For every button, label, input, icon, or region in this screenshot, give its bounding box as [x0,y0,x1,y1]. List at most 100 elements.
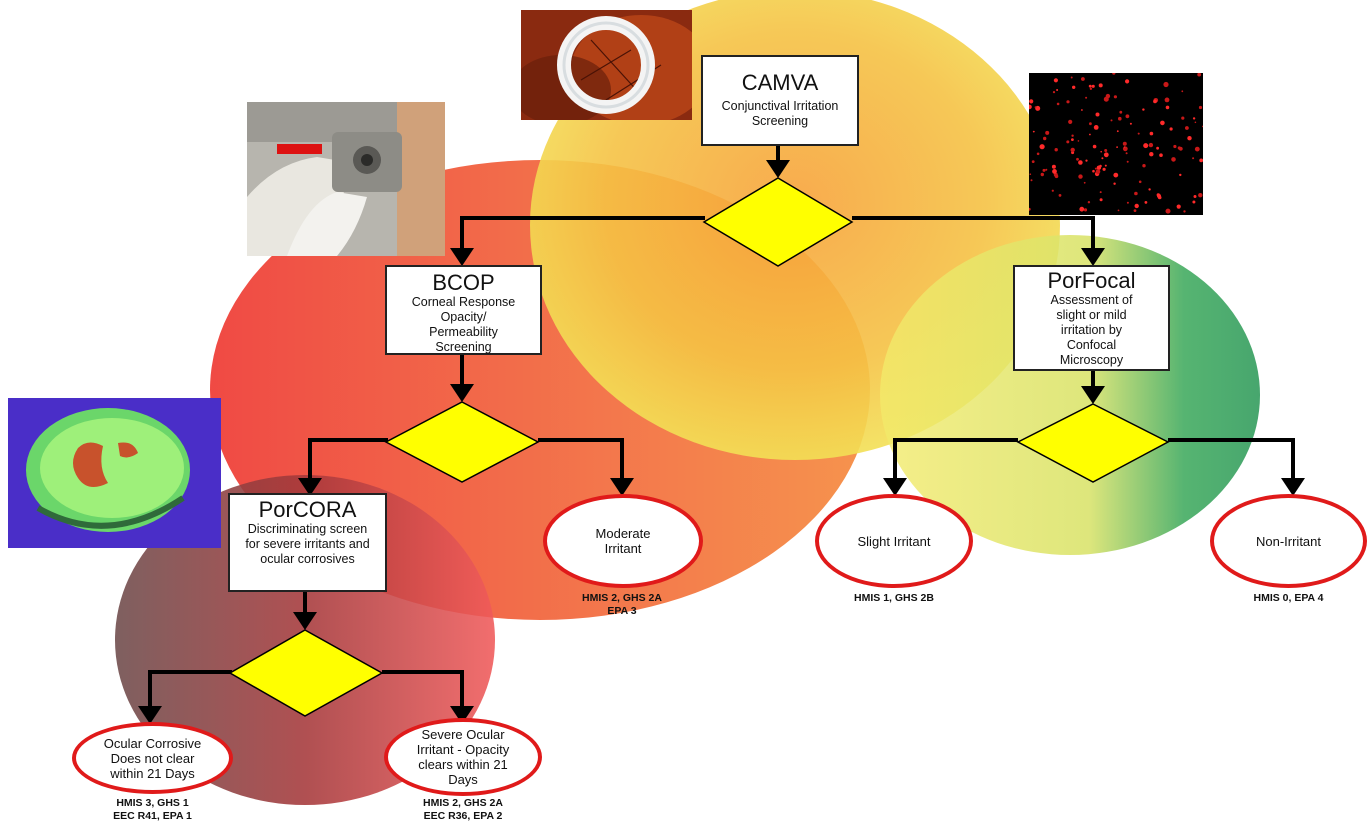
corrosive-classification: HMIS 3, GHS 1 EEC R41, EPA 1 [72,797,233,823]
confocal-dot [1071,134,1074,137]
non-irritant-label: Non-Irritant [1255,533,1322,549]
confocal-dot [1045,168,1048,171]
confocal-dot [1148,188,1151,191]
confocal-dot [1058,194,1062,197]
confocal-dot [1159,153,1163,157]
confocal-dot [1187,136,1192,141]
confocal-dot [1051,189,1054,192]
confocal-dot [1193,195,1197,198]
confocal-dot [1089,87,1093,90]
confocal-dot [1076,157,1079,161]
confocal-dot [1202,125,1203,128]
confocal-dot [1126,201,1129,204]
confocal-dot [1089,133,1091,136]
confocal-dot [1169,127,1173,131]
confocal-dot [1051,164,1056,169]
confocal-dot [1034,106,1037,109]
confocal-dot [1183,210,1186,213]
porcora-title: PorCORA [258,497,357,522]
confocal-dot [1194,146,1200,152]
confocal-dot [1138,180,1142,184]
confocal-dot [1103,152,1109,158]
non-irritant-outcome: Non-Irritant [1210,494,1367,588]
moderate-irritant-outcome: Moderate Irritant [543,494,703,588]
confocal-dot [1143,143,1149,149]
moderate-class-line1: HMIS 2, GHS 2A [582,592,662,604]
camva-photo [521,10,692,120]
confocal-dot [1142,108,1145,111]
confocal-dot [1181,116,1185,120]
confocal-dot [1052,169,1057,174]
confocal-dot [1104,149,1108,152]
confocal-dot [1083,181,1086,184]
confocal-dot [1032,130,1035,133]
porcora-decision-diamond [228,629,384,717]
confocal-dot [1149,131,1154,136]
confocal-dot [1083,208,1088,212]
confocal-dot [1098,83,1103,88]
confocal-dot [1116,146,1118,148]
confocal-dot [1102,167,1106,171]
confocal-dot [1029,207,1031,211]
bcop-photo [247,102,445,256]
confocal-dot [1148,142,1154,148]
confocal-dot [1198,105,1203,110]
confocal-dot [1088,84,1092,88]
confocal-dot [1153,99,1157,104]
confocal-dot [1094,167,1097,170]
confocal-dot [1077,140,1080,142]
confocal-dot [1165,208,1171,214]
confocal-dot [1091,84,1095,88]
confocal-dot [1092,169,1095,173]
non-class-line1: HMIS 0, EPA 4 [1253,592,1324,604]
confocal-dot [1116,130,1119,133]
confocal-dot [1134,191,1138,196]
confocal-dot [1054,148,1058,152]
moderate-classification: HMIS 2, GHS 2A EPA 3 [542,592,702,618]
confocal-dot [1053,78,1058,83]
confocal-dot [1071,138,1074,141]
confocal-dot [1173,144,1177,149]
porcora-box: PorCORA Discriminating screen for severe… [228,493,387,592]
confocal-dot [1181,90,1184,93]
confocal-dot [1079,206,1085,212]
camva-description: Conjunctival Irritation Screening [721,99,839,128]
confocal-dot [1085,96,1088,99]
porfocal-title: PorFocal [1047,268,1136,293]
confocal-dot [1177,146,1181,150]
confocal-dot [1066,140,1070,144]
confocal-dot [1096,165,1102,170]
confocal-dot [1113,95,1117,99]
confocal-dot [1163,81,1169,88]
non-classification: HMIS 0, EPA 4 [1210,592,1367,605]
confocal-dot [1125,79,1130,84]
confocal-dot [1031,160,1035,163]
porfocal-decision-diamond [1016,403,1170,483]
severe-irritant-outcome: Severe Ocular Irritant - Opacity clears … [384,718,542,796]
confocal-dot [1113,182,1116,185]
moderate-irritant-label: Moderate Irritant [595,526,651,556]
bcop-description: Corneal Response Opacity/ Permeability S… [411,295,516,354]
confocal-dot [1123,146,1126,148]
porfocal-box: PorFocal Assessment of slight or mild ir… [1013,265,1170,371]
confocal-dot [1198,193,1203,198]
confocal-dot [1118,116,1122,121]
confocal-dot [1164,97,1170,103]
confocal-dot [1133,209,1137,213]
confocal-dot [1072,85,1076,89]
confocal-dot [1089,122,1092,126]
corrosive-class-line2: EEC R41, EPA 1 [113,810,192,822]
severe-irritant-label: Severe Ocular Irritant - Opacity clears … [416,727,510,787]
severe-classification: HMIS 2, GHS 2A EEC R36, EPA 2 [384,797,542,823]
confocal-dot [1137,132,1140,135]
confocal-dot [1142,164,1146,168]
confocal-dot [1056,102,1060,106]
confocal-dot [1126,160,1129,163]
confocal-dot [1144,201,1148,204]
bcop-box: BCOP Corneal Response Opacity/ Permeabil… [385,265,542,355]
confocal-dot [1093,125,1099,130]
camva-title: CAMVA [741,70,819,95]
confocal-dot [1095,112,1100,117]
confocal-dot [1192,157,1195,160]
confocal-dot [1066,100,1070,104]
